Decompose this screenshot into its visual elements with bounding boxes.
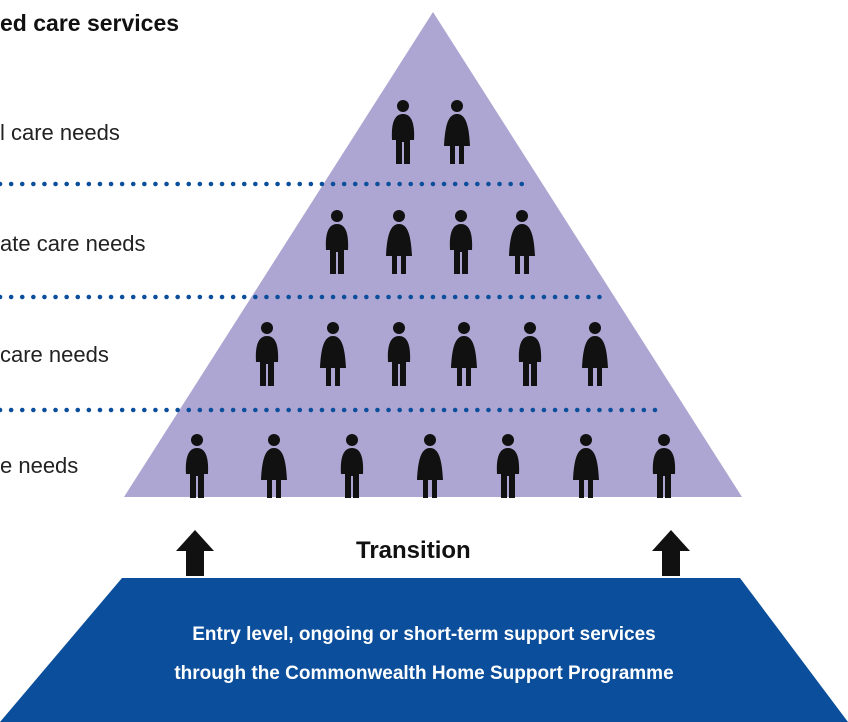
transition-label: Transition [356, 537, 471, 564]
person-icon [386, 210, 412, 274]
level-label-4: e needs [0, 453, 79, 478]
person-icon [582, 322, 608, 386]
person-icon [518, 322, 542, 386]
person-icon [340, 434, 364, 498]
person-icon [255, 322, 279, 386]
person-icon [185, 434, 209, 498]
level-label-3: care needs [0, 342, 109, 367]
base-text-line-1: Entry level, ongoing or short-term suppo… [192, 624, 656, 645]
level-label-1: l care needs [0, 120, 120, 145]
level-label-2: ate care needs [0, 231, 146, 256]
people-figures [185, 100, 676, 498]
right-up-arrow [652, 530, 690, 576]
diagram-title: ed care services [0, 10, 180, 36]
person-icon [387, 322, 411, 386]
person-icon [261, 434, 287, 498]
person-icon [391, 100, 415, 164]
person-icon [451, 322, 477, 386]
person-icon [509, 210, 535, 274]
person-icon [652, 434, 676, 498]
person-icon [449, 210, 473, 274]
person-icon [417, 434, 443, 498]
divider-dotted-lines [0, 181, 663, 413]
home-support-base [0, 578, 848, 722]
left-up-arrow [176, 530, 214, 576]
person-icon [325, 210, 349, 274]
person-icon [320, 322, 346, 386]
care-pyramid [124, 12, 742, 497]
person-icon [496, 434, 520, 498]
person-icon [444, 100, 470, 164]
base-text-line-2: through the Commonwealth Home Support Pr… [174, 663, 674, 684]
person-icon [573, 434, 599, 498]
